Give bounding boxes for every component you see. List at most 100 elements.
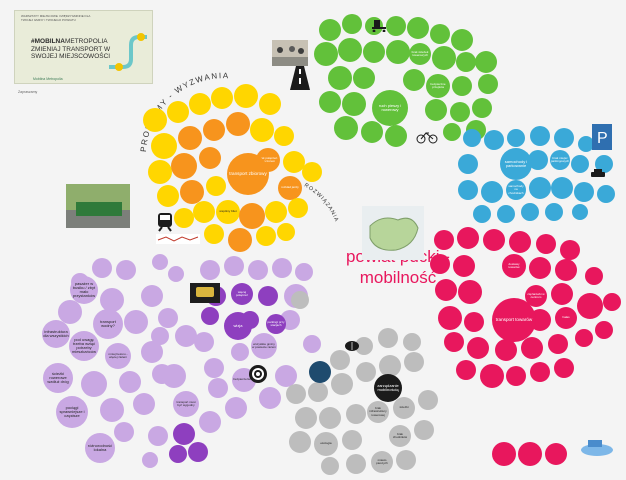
bubble-yellow-6[interactable] — [151, 133, 177, 159]
bubble-green-59[interactable] — [334, 116, 358, 140]
bubble-light-purple-141[interactable] — [124, 310, 148, 334]
bubble-yellow-16[interactable] — [283, 151, 305, 173]
bubble-orange-13[interactable] — [171, 153, 197, 179]
bubble-light-purple-129[interactable] — [200, 260, 220, 280]
bubble-green-38[interactable] — [430, 24, 450, 44]
bubble-green-40[interactable] — [314, 42, 338, 66]
bubble-purple-178[interactable] — [258, 286, 278, 306]
bubble-lp9[interactable]: infrastruktura dla wszystkich — [42, 320, 70, 348]
bubble-pink-95[interactable] — [430, 254, 450, 274]
bubble-pk1[interactable]: dostawy towarów — [502, 254, 526, 278]
bubble-yellow-17[interactable] — [157, 185, 179, 207]
bubble-blue-67[interactable] — [507, 129, 525, 147]
bubble-green-37[interactable] — [407, 17, 429, 39]
bubble-pink-106[interactable] — [603, 293, 621, 311]
bubble-yellow-19[interactable] — [206, 176, 226, 196]
bubble-pink-121[interactable] — [530, 362, 550, 382]
bubble-purple-182[interactable] — [173, 423, 195, 445]
bubble-light-purple-175[interactable] — [194, 332, 214, 352]
bubble-pink-123[interactable] — [492, 442, 516, 466]
bubble-green-45[interactable] — [432, 46, 456, 70]
bubble-light-purple-167[interactable] — [259, 387, 281, 409]
bubble-green-52[interactable] — [452, 76, 472, 96]
bubble-green-46[interactable] — [456, 52, 476, 72]
bubble-light-purple-148[interactable] — [119, 371, 141, 393]
bubble-yellow-4[interactable] — [234, 84, 258, 108]
bubble-light-purple-152[interactable] — [133, 393, 155, 415]
bubble-light-purple-128[interactable] — [168, 266, 184, 282]
bubble-lp4[interactable]: mniej betonu - więcej zieleni — [105, 343, 131, 369]
bubble-pink-93[interactable] — [536, 234, 556, 254]
bubble-pink-104[interactable] — [551, 283, 573, 305]
bubble-pink-111[interactable] — [595, 321, 613, 339]
bubble-blue-66[interactable] — [484, 130, 504, 150]
bubble-pink-119[interactable] — [480, 364, 504, 388]
bubble-pink-125[interactable] — [545, 443, 567, 465]
bubble-purple-179[interactable] — [201, 307, 219, 325]
bubble-ph7[interactable]: miasto pieszych — [371, 451, 393, 473]
bubble-gray-199[interactable] — [289, 431, 311, 453]
bubble-pink-96[interactable] — [453, 255, 475, 277]
bubble-light-purple-130[interactable] — [224, 256, 244, 276]
bubble-blue-70[interactable] — [578, 136, 594, 152]
bubble-light-purple-134[interactable] — [92, 258, 112, 278]
bubble-or3[interactable]: wspólny bilet — [216, 200, 240, 224]
bubble-light-purple-164[interactable] — [225, 397, 247, 419]
bubble-green-41[interactable] — [338, 38, 362, 62]
bubble-lp6[interactable]: różnorodność lokalna — [85, 433, 115, 463]
bubble-pink-99[interactable] — [555, 259, 577, 281]
bubble-green-42[interactable] — [363, 41, 385, 63]
bubble-yellow-0[interactable] — [143, 108, 167, 132]
bubble-yellow-5[interactable] — [259, 93, 281, 115]
bubble-green-54[interactable] — [319, 91, 341, 113]
bubble-light-purple-155[interactable] — [148, 426, 168, 446]
bubble-pink-116[interactable] — [548, 334, 568, 354]
bubble-blue-71[interactable] — [458, 154, 478, 174]
bubble-pink-112[interactable] — [444, 332, 464, 352]
bubble-light-purple-139[interactable] — [100, 288, 124, 312]
bubble-blue-hub[interactable]: samochody i parkowanie — [500, 148, 532, 180]
bubble-pink-94[interactable] — [560, 240, 580, 260]
bubble-bl1[interactable]: brak miejsc parkingowych — [550, 150, 570, 170]
bubble-orange-29[interactable] — [228, 228, 252, 252]
bubble-gray-189[interactable] — [331, 373, 353, 395]
bubble-blue-68[interactable] — [530, 126, 550, 146]
bubble-orange-8[interactable] — [203, 119, 225, 141]
bubble-green-55[interactable] — [342, 92, 366, 116]
bubble-gray-210[interactable] — [378, 328, 398, 348]
bubble-pink-89[interactable] — [434, 230, 454, 250]
bubble-ph6[interactable]: brak chodników — [389, 425, 411, 447]
bubble-blue-65[interactable] — [463, 129, 481, 147]
bubble-pink-90[interactable] — [457, 227, 479, 249]
bubble-blue-86[interactable] — [545, 203, 563, 221]
bubble-light-purple-131[interactable] — [248, 260, 268, 280]
bubble-gray-203[interactable] — [414, 420, 434, 440]
bubble-pink-113[interactable] — [467, 337, 489, 359]
bubble-yellow-23[interactable] — [193, 201, 215, 223]
bubble-green-58[interactable] — [472, 98, 492, 118]
bubble-light-purple-158[interactable] — [158, 308, 178, 328]
bubble-green-34[interactable] — [342, 14, 362, 34]
bubble-light-purple-127[interactable] — [152, 254, 168, 270]
bubble-blue-82[interactable] — [597, 185, 615, 203]
bubble-light-purple-137[interactable] — [58, 300, 82, 324]
bubble-green-53[interactable] — [478, 74, 498, 94]
bubble-pink-100[interactable] — [585, 267, 603, 285]
bubble-pink-108[interactable] — [464, 312, 484, 332]
bubble-green-62[interactable] — [443, 123, 461, 141]
bubble-yellow-26[interactable] — [265, 201, 287, 223]
bubble-yellow-12[interactable] — [148, 160, 172, 184]
bubble-#1f4b6e-212[interactable] — [309, 361, 331, 383]
bubble-green-56[interactable] — [425, 99, 447, 121]
bubble-green-60[interactable] — [361, 121, 383, 143]
bubble-orange-14[interactable] — [199, 147, 221, 169]
bubble-bl2[interactable]: samochody na chodnikach — [506, 180, 526, 200]
bubble-blue-83[interactable] — [473, 205, 491, 223]
workshop-info-card[interactable]: WARSZTATY MIEJSCOWE I MIĘDZYGMINNE DLA T… — [14, 10, 153, 84]
bubble-lp1[interactable]: pasażer w busiku / zbyt mało przystanków — [70, 276, 98, 304]
bubble-blue-76[interactable] — [458, 180, 478, 200]
bubble-or2[interactable]: rozkład jazdy — [278, 176, 302, 200]
bubble-pink-117[interactable] — [575, 329, 593, 347]
bubble-lp7[interactable]: transport musi być wygodny — [173, 391, 199, 417]
bubble-light-purple-145[interactable] — [141, 341, 163, 363]
